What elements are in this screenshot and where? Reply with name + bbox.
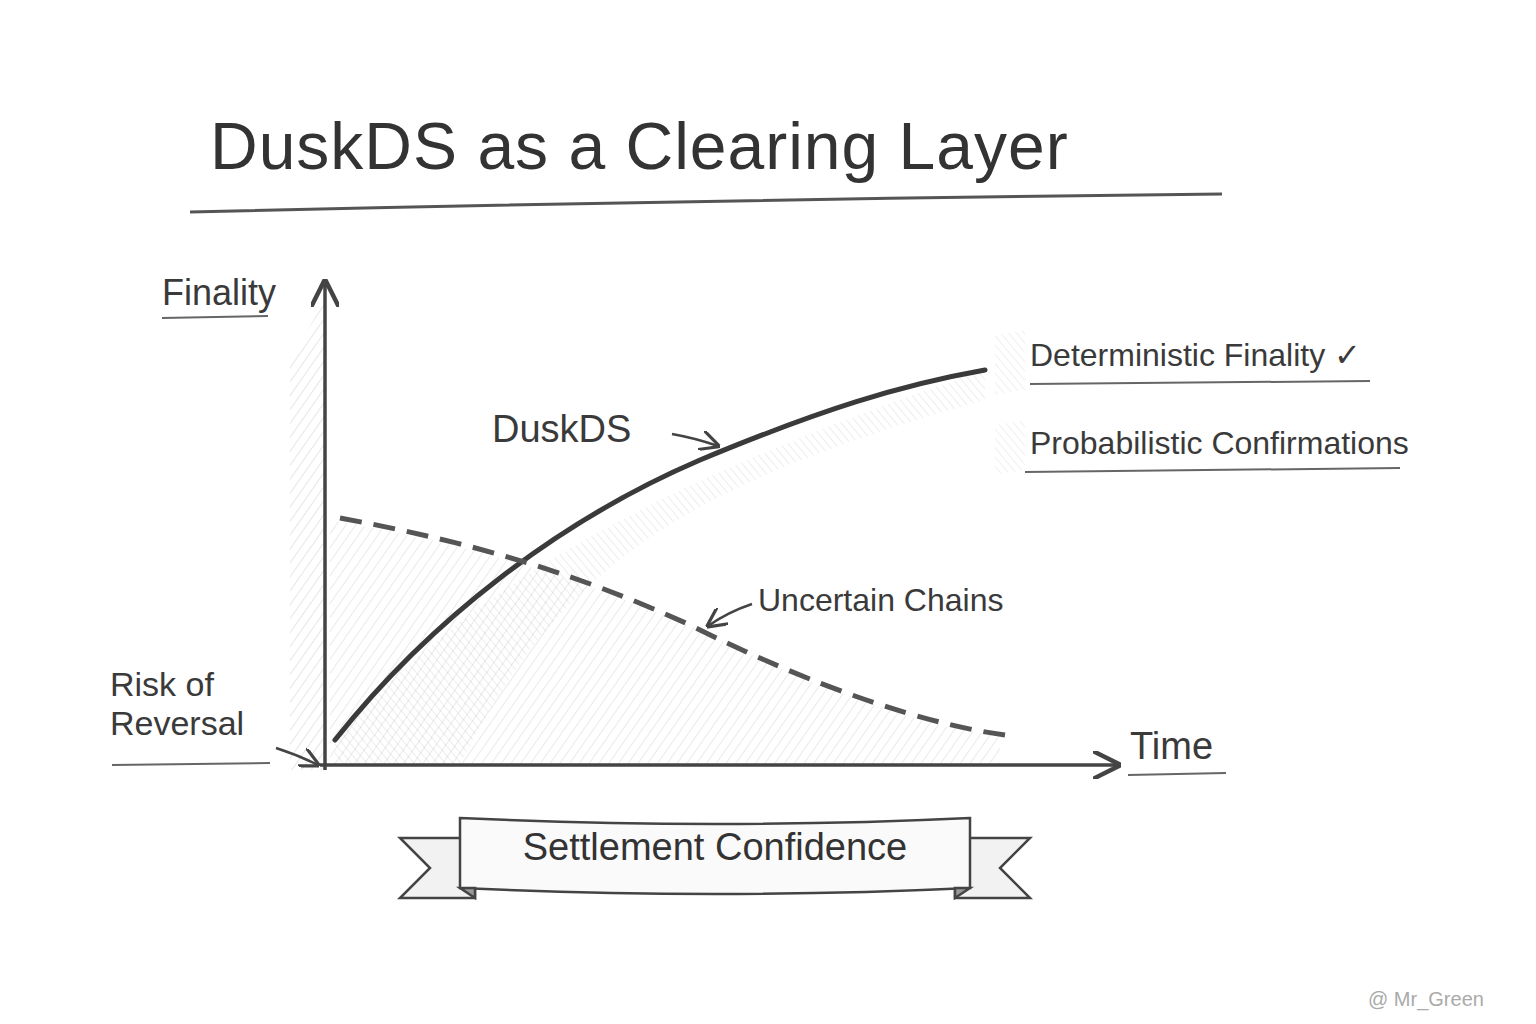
label-underline — [1025, 468, 1400, 472]
label-underline — [112, 763, 270, 765]
leader-arrow — [276, 748, 318, 765]
leader-arrow — [708, 604, 752, 626]
leader-arrow — [672, 434, 718, 446]
uncertain-curve — [340, 518, 1005, 735]
legend-note: Probabilistic Confirmations — [1030, 425, 1409, 462]
label-underline — [1030, 381, 1370, 384]
legend-note: Deterministic Finality ✓ — [1030, 336, 1361, 374]
axis-label: Time — [1130, 725, 1213, 768]
watermark: @ Mr_Green — [1368, 988, 1484, 1011]
y-axis — [323, 282, 327, 770]
dusk-curve — [335, 370, 985, 740]
series-label: Uncertain Chains — [758, 582, 1003, 619]
axis-label: Finality — [162, 272, 276, 314]
ribbon-banner: Settlement Confidence — [395, 798, 1035, 908]
hatch-shade — [995, 330, 1025, 395]
hatch-shade — [995, 420, 1025, 475]
ribbon-part — [955, 888, 970, 898]
axis-label: Risk of Reversal — [110, 665, 270, 743]
series-label: DuskDS — [492, 408, 631, 451]
banner-text: Settlement Confidence — [395, 826, 1035, 869]
label-underline — [1128, 773, 1226, 775]
x-axis — [320, 763, 1118, 767]
hatch-shade — [290, 300, 325, 770]
chart-title: DuskDS as a Clearing Layer — [210, 108, 1069, 184]
ribbon-part — [460, 888, 475, 898]
label-underline — [162, 316, 268, 318]
title-underline — [190, 194, 1222, 212]
